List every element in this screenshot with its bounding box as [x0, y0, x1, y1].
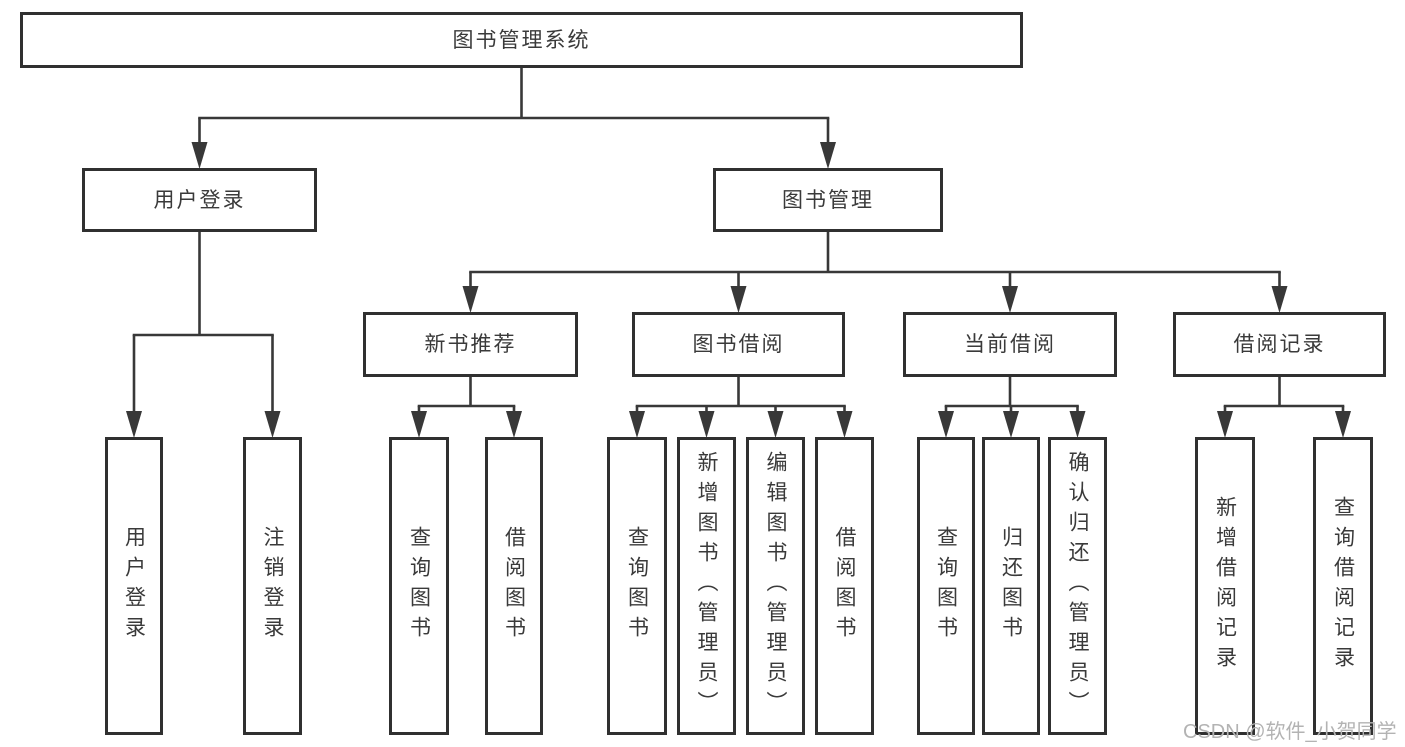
node-root: 图书管理系统	[20, 12, 1023, 68]
node-book-mgmt: 图书管理	[713, 168, 943, 232]
node-label-leaf-cb-query: 查询图书	[934, 526, 958, 646]
node-leaf-bb-edit: 编辑图书（管理员）	[746, 437, 805, 735]
connector-book-mgmt	[462, 230, 1288, 313]
node-label-user-login: 用户登录	[153, 188, 246, 212]
node-label-root: 图书管理系统	[452, 28, 591, 52]
node-label-leaf-cb-return: 归还图书	[999, 526, 1023, 646]
node-leaf-cb-query: 查询图书	[917, 437, 975, 735]
node-label-leaf-rec-borrow: 借阅图书	[502, 526, 526, 646]
node-label-leaf-user-login: 用户登录	[122, 526, 146, 646]
node-leaf-user-login: 用户登录	[105, 437, 163, 735]
node-leaf-cb-return: 归还图书	[982, 437, 1040, 735]
node-label-leaf-br-query: 查询借阅记录	[1331, 496, 1355, 676]
node-leaf-rec-borrow: 借阅图书	[485, 437, 543, 735]
node-leaf-logout: 注销登录	[243, 437, 302, 735]
node-label-leaf-cb-confirm: 确认归还（管理员）	[1066, 451, 1089, 721]
node-leaf-br-query: 查询借阅记录	[1313, 437, 1373, 735]
node-label-leaf-logout: 注销登录	[261, 526, 284, 646]
node-label-current-borrow: 当前借阅	[964, 333, 1056, 356]
connector-root	[191, 66, 836, 169]
connector-borrow-records	[1217, 375, 1351, 438]
node-new-book-rec: 新书推荐	[363, 312, 578, 377]
node-leaf-br-add: 新增借阅记录	[1195, 437, 1255, 735]
connector-current-borrow	[938, 375, 1086, 438]
node-leaf-bb-add: 新增图书（管理员）	[677, 437, 736, 735]
node-label-leaf-bb-edit: 编辑图书（管理员）	[764, 451, 787, 721]
connector-user-login	[126, 230, 281, 438]
connector-new-book-rec	[411, 375, 522, 438]
node-label-leaf-br-add: 新增借阅记录	[1213, 496, 1237, 676]
node-label-borrow-records: 借阅记录	[1233, 333, 1326, 356]
node-label-leaf-bb-add: 新增图书（管理员）	[695, 451, 718, 721]
node-label-leaf-bb-query: 查询图书	[625, 526, 649, 646]
connector-book-borrow	[629, 375, 853, 438]
node-current-borrow: 当前借阅	[903, 312, 1117, 377]
node-label-book-borrow: 图书借阅	[692, 333, 785, 356]
watermark: CSDN @软件_小贺同学	[1183, 721, 1397, 743]
node-label-leaf-rec-query: 查询图书	[407, 526, 431, 646]
node-label-book-mgmt: 图书管理	[782, 188, 874, 212]
node-label-leaf-bb-borrow: 借阅图书	[833, 526, 856, 646]
node-leaf-bb-borrow: 借阅图书	[815, 437, 874, 735]
node-borrow-records: 借阅记录	[1173, 312, 1386, 377]
node-book-borrow: 图书借阅	[632, 312, 845, 377]
node-leaf-bb-query: 查询图书	[607, 437, 667, 735]
node-leaf-cb-confirm: 确认归还（管理员）	[1048, 437, 1107, 735]
node-user-login: 用户登录	[82, 168, 317, 232]
node-leaf-rec-query: 查询图书	[389, 437, 449, 735]
node-label-new-book-rec: 新书推荐	[424, 333, 517, 356]
